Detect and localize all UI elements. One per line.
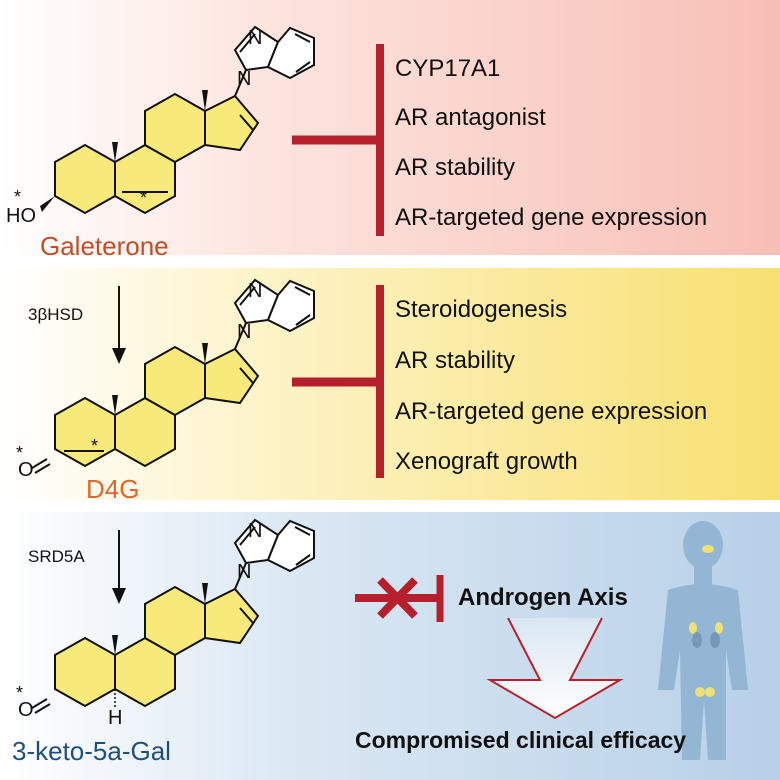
panel-2-background bbox=[0, 268, 780, 500]
atom-n-link: N bbox=[237, 561, 251, 583]
blocked-inhibition-symbol bbox=[355, 575, 444, 622]
outcome-text: Compromised clinical efficacy bbox=[355, 727, 686, 753]
galeterone-structure bbox=[40, 26, 315, 214]
star-marker: * bbox=[91, 436, 98, 456]
target-text: Xenograft growth bbox=[395, 448, 578, 475]
d4g-structure bbox=[31, 279, 315, 474]
atom-n-top: N bbox=[248, 280, 262, 302]
target-text: CYP17A1 bbox=[395, 55, 500, 82]
target-text: AR-targeted gene expression bbox=[395, 204, 707, 231]
compound-name-d4g: D4G bbox=[86, 474, 139, 504]
star-marker: * bbox=[16, 443, 23, 463]
target-text: AR antagonist bbox=[395, 104, 546, 131]
compound-name-3-keto-5a-gal: 3-keto-5a-Gal bbox=[12, 736, 171, 766]
inhibition-symbol-2 bbox=[292, 285, 384, 478]
human-body-icon bbox=[658, 521, 748, 760]
atom-n-top: N bbox=[248, 27, 262, 49]
target-androgen-axis: Androgen Axis bbox=[458, 584, 628, 611]
atom-n-top: N bbox=[248, 520, 262, 542]
target-text: AR stability bbox=[395, 347, 515, 374]
atom-ho: HO bbox=[6, 205, 36, 227]
target-text: Steroidogenesis bbox=[395, 296, 567, 323]
atom-o: O bbox=[18, 459, 34, 481]
star-marker: * bbox=[140, 188, 147, 208]
enzyme-label-srd5a: SRD5A bbox=[28, 547, 85, 566]
target-text: AR stability bbox=[395, 154, 515, 181]
compound-name-galeterone: Galeterone bbox=[40, 231, 169, 261]
enzyme-label-3bhsd: 3βHSD bbox=[28, 305, 83, 324]
atom-h: H bbox=[108, 707, 122, 729]
star-marker: * bbox=[14, 187, 21, 207]
atom-n-link: N bbox=[237, 321, 251, 343]
panel-1-background bbox=[0, 0, 780, 255]
3-keto-5a-gal-structure bbox=[31, 519, 315, 714]
outcome-arrow bbox=[486, 617, 624, 720]
conversion-arrow-2 bbox=[112, 530, 126, 604]
atom-n-link: N bbox=[237, 68, 251, 90]
inhibition-symbol-1 bbox=[292, 44, 384, 236]
conversion-arrow-1 bbox=[112, 286, 126, 364]
star-marker: * bbox=[16, 683, 23, 703]
atom-o: O bbox=[18, 699, 34, 721]
target-text: AR-targeted gene expression bbox=[395, 398, 707, 425]
